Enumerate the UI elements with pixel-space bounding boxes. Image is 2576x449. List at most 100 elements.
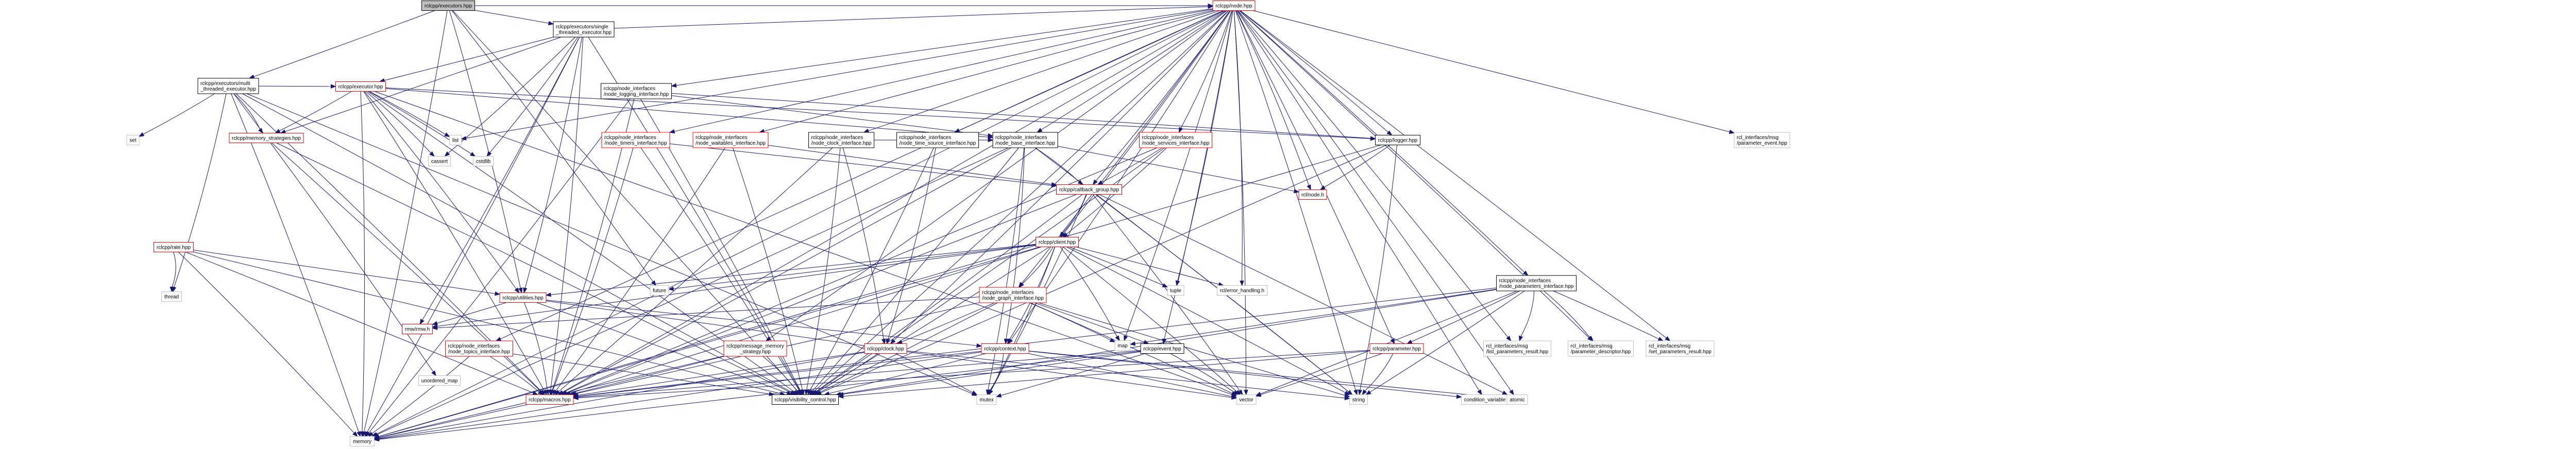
node-box — [473, 156, 494, 166]
edge-n3-n14 — [1095, 10, 1230, 181]
edge-arrowhead-n16-n46 — [1162, 283, 1168, 287]
edge-arrowhead-n2-n4 — [330, 84, 336, 89]
node-box — [449, 135, 462, 145]
edge-n9-n22 — [842, 147, 884, 339]
node-label: map — [1117, 343, 1128, 349]
edge-n0-n39 — [451, 10, 654, 282]
edge-n16-n34 — [1076, 247, 1219, 285]
node-label: /parameter_event.hpp — [1737, 141, 1787, 146]
graph-node-rclcpp-message-memory-strategy-hpp[interactable]: rclcpp/message_memory_strategy.hpp — [723, 340, 787, 357]
node-box — [1236, 394, 1257, 405]
graph-node-rclcpp-executors-hpp[interactable]: rclcpp/executors.hpp — [421, 1, 475, 11]
edge-arrowhead-n21-n22 — [896, 339, 903, 344]
edge-arrowhead-n26-n27 — [572, 395, 579, 400]
graph-node-rclcpp-executors-single-threaded-executor-hpp[interactable]: rclcpp/executors/single_threaded_executo… — [553, 21, 615, 38]
edge-n3-n9 — [868, 10, 1220, 131]
graph-node-rclcpp-node-interfaces-node-timers-interface-hpp[interactable]: rclcpp/node_interfaces/node_timers_inter… — [601, 132, 670, 148]
edge-arrowhead-n17-n18 — [494, 291, 501, 296]
node-box — [126, 135, 140, 145]
edge-n2-n5 — [233, 93, 261, 130]
graph-node-condition-variable: condition_variable — [1461, 394, 1509, 405]
edge-arrowhead-n25-n32 — [1657, 337, 1664, 341]
edge-n23-n43 — [1028, 353, 1232, 397]
node-box — [1375, 135, 1420, 145]
edge-n11-n42 — [988, 147, 1025, 390]
edge-arrowhead-n2-n41 — [357, 431, 361, 437]
node-label: rclcpp/utilities.hpp — [502, 296, 544, 301]
node-box — [1140, 343, 1184, 354]
graph-node-rclcpp-node-interfaces-node-parameters-interface-hpp[interactable]: rclcpp/node_interfaces/node_parameters_i… — [1496, 275, 1577, 291]
edge-n3-n33 — [1253, 10, 1730, 132]
edge-arrowhead-n3-n11 — [1037, 128, 1043, 133]
graph-node-set: set — [126, 135, 140, 145]
edge-arrowhead-n3-n43 — [1244, 389, 1248, 395]
graph-node-rclcpp-client-hpp[interactable]: rclcpp/client.hpp — [1036, 237, 1079, 247]
graph-node-rclcpp-visibility-control-hpp[interactable]: rclcpp/visibility_control.hpp — [772, 394, 839, 405]
edge-n2-n40 — [174, 93, 227, 287]
edge-n18-n28 — [536, 302, 788, 393]
node-box — [896, 132, 979, 148]
edge-n16-n41 — [379, 247, 1041, 437]
edge-arrowhead-n16-n43 — [1235, 390, 1241, 395]
node-box — [1217, 285, 1267, 296]
graph-node-rclcpp-node-interfaces-node-time-source-interface-hpp[interactable]: rclcpp/node_interfaces/node_time_source_… — [896, 132, 979, 148]
node-label: /node_clock_interface.hpp — [811, 141, 872, 146]
edge-n25-n43 — [1260, 290, 1517, 394]
edge-n25-n31 — [1544, 290, 1590, 338]
node-label: rcl/node.h — [1301, 193, 1324, 198]
node-box — [1036, 237, 1079, 247]
edge-arrowhead-n14-n43 — [1238, 389, 1243, 395]
edge-arrowhead-n1-n29 — [419, 319, 425, 325]
edge-n14-n28 — [815, 194, 1083, 392]
graph-node-rclcpp-node-interfaces-node-graph-interface-hpp[interactable]: rclcpp/node_interfaces/node_graph_interf… — [979, 287, 1047, 303]
edge-arrowhead-n14-n49 — [1502, 390, 1508, 395]
node-label: atomic — [1510, 398, 1524, 403]
edge-n26-n28 — [843, 350, 1370, 397]
graph-node-rclcpp-parameter-hpp[interactable]: rclcpp/parameter.hpp — [1369, 343, 1424, 354]
graph-node-rclcpp-node-interfaces-node-base-interface-hpp[interactable]: rclcpp/node_interfaces/node_base_interfa… — [992, 132, 1058, 148]
edge-n8-n14 — [768, 145, 1052, 185]
graph-node-rclcpp-node-interfaces-node-clock-interface-hpp[interactable]: rclcpp/node_interfaces/node_clock_interf… — [808, 132, 874, 148]
edge-n4-n5 — [279, 91, 352, 131]
node-box — [1369, 343, 1424, 354]
node-label: set — [129, 138, 137, 144]
graph-node-rclcpp-utilities-hpp[interactable]: rclcpp/utilities.hpp — [499, 292, 547, 303]
graph-node-rclcpp-executor-hpp[interactable]: rclcpp/executor.hpp — [335, 81, 386, 92]
edge-n3-n11 — [1041, 10, 1227, 130]
node-box — [418, 375, 461, 386]
graph-node-rcl-interfaces-msg-parameter-descriptor-hpp: rcl_interfaces/msg/parameter_descriptor.… — [1568, 340, 1634, 357]
graph-node-rclcpp-node-interfaces-node-waitables-interface-hpp[interactable]: rclcpp/node_interfaces/node_waitables_in… — [692, 132, 769, 148]
edge-n26-n43 — [1260, 353, 1383, 395]
node-label: rclcpp/rate.hpp — [157, 245, 191, 251]
edge-arrowhead-n0-n2 — [248, 74, 255, 79]
edge-n22-n44 — [906, 350, 1345, 399]
edge-n16-n28 — [817, 247, 1050, 393]
graph-node-rmw-rmw-h[interactable]: rmw/rmw.h — [402, 324, 433, 334]
node-label: future — [653, 288, 666, 294]
edge-n25-n26 — [1411, 290, 1520, 342]
node-box — [976, 394, 997, 405]
graph-node-rclcpp-rate-hpp[interactable]: rclcpp/rate.hpp — [154, 242, 194, 252]
edge-arrowhead-n26-n44 — [1362, 389, 1367, 395]
graph-node-rclcpp-context-hpp[interactable]: rclcpp/context.hpp — [981, 343, 1029, 354]
edge-n26-n44 — [1365, 353, 1394, 391]
node-label: rclcpp/node_interfaces — [900, 135, 952, 141]
graph-node-rclcpp-clock-hpp[interactable]: rclcpp/clock.hpp — [864, 343, 907, 354]
graph-node-rclcpp-node-hpp[interactable]: rclcpp/node.hpp — [1212, 1, 1256, 11]
edge-n17-n41 — [178, 252, 354, 434]
graph-node-rclcpp-event-hpp[interactable]: rclcpp/event.hpp — [1140, 343, 1184, 354]
graph-node-rclcpp-executors-multi-threaded-executor-hpp[interactable]: rclcpp/executors/multi_threaded_executor… — [197, 78, 259, 94]
graph-node-rclcpp-callback-group-hpp[interactable]: rclcpp/callback_group.hpp — [1056, 184, 1122, 195]
graph-node-rclcpp-macros-hpp[interactable]: rclcpp/macros.hpp — [526, 394, 574, 405]
edge-n3-n49 — [1237, 10, 1512, 391]
graph-node-rclcpp-node-interfaces-node-topics-interface-hpp[interactable]: rclcpp/node_interfaces/node_topics_inter… — [445, 340, 513, 357]
edge-n1-n27 — [550, 37, 584, 390]
graph-node-rclcpp-memory-strategies-hpp[interactable]: rclcpp/memory_strategies.hpp — [229, 133, 304, 143]
graph-node-rcl-node-h[interactable]: rcl/node.h — [1298, 189, 1327, 200]
graph-node-rclcpp-node-interfaces-node-services-interface-hpp[interactable]: rclcpp/node_interfaces/node_services_int… — [1139, 132, 1212, 148]
graph-node-rclcpp-logger-hpp[interactable]: rclcpp/logger.hpp — [1375, 135, 1420, 145]
node-label: rcl_interfaces/msg — [1649, 343, 1690, 349]
graph-node-rclcpp-node-interfaces-node-logging-interface-hpp[interactable]: rclcpp/node_interfaces/node_logging_inte… — [601, 83, 672, 99]
edge-n17-n18 — [193, 250, 496, 294]
